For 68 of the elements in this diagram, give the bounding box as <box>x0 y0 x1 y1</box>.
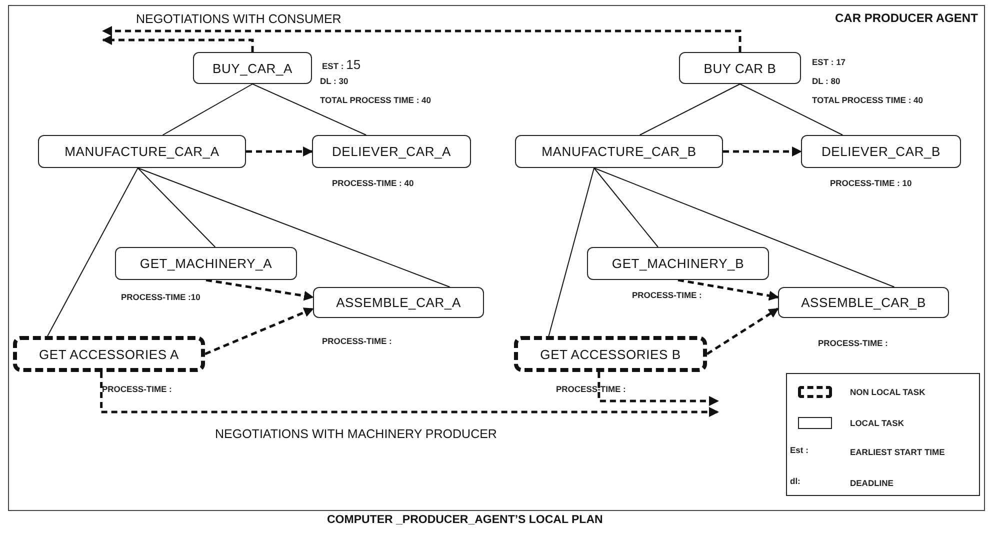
task-name: MANUFACTURE_CAR_A <box>64 144 220 159</box>
task-annotation: PROCESS-TIME :10 <box>121 292 200 302</box>
negotiation-label: NEGOTIATIONS WITH MACHINERY PRODUCER <box>215 427 497 441</box>
dashed-arrow <box>246 146 313 156</box>
connector-line <box>594 168 895 288</box>
connector-line <box>47 168 138 336</box>
task-annotation: PROCESS-TIME : 40 <box>332 178 414 188</box>
local-task-box <box>679 52 801 84</box>
connector-line <box>639 84 740 136</box>
task-annotation: PROCESS-TIME : <box>322 336 392 346</box>
task-annotation: DL : 30 <box>320 76 348 86</box>
connector-line <box>594 168 658 248</box>
legend-label: LOCAL TASK <box>850 418 904 428</box>
task-name: ASSEMBLE_CAR_A <box>336 295 461 310</box>
task-annotation: EST : 17 <box>812 57 846 67</box>
local-task-box <box>313 287 484 318</box>
dashed-arrow <box>706 308 779 356</box>
task-name: BUY_CAR_A <box>212 60 292 76</box>
dashed-arrow <box>206 278 314 301</box>
task-annotation: PROCESS-TIME : <box>102 384 172 394</box>
task-annotation: PROCESS-TIME : 10 <box>830 178 912 188</box>
local-task-box <box>115 247 297 280</box>
task-annotation: PROCESS-TIME : <box>632 290 702 300</box>
task-name: ASSEMBLE_CAR_B <box>801 295 926 310</box>
task-name: MANUFACTURE_CAR_B <box>542 144 696 159</box>
diagram-caption: COMPUTER _PRODUCER_AGENT’S LOCAL PLAN <box>327 514 603 526</box>
local-task-box <box>515 135 723 168</box>
task-name: GET_MACHINERY_A <box>140 256 272 271</box>
dashed-arrow <box>102 35 254 52</box>
dashed-arrow <box>102 26 742 52</box>
local-task-box <box>312 135 471 168</box>
connector-line <box>740 84 844 136</box>
dashed-arrow <box>100 372 719 417</box>
task-annotation: TOTAL PROCESS TIME : 40 <box>812 95 923 105</box>
legend-key: dl: <box>790 476 800 486</box>
task-annotation: EST : 15 <box>322 57 361 72</box>
local-task-box <box>193 52 312 84</box>
task-name: GET ACCESSORIES B <box>540 346 681 362</box>
local-task-box <box>587 247 769 280</box>
task-name: GET_MACHINERY_B <box>612 256 744 271</box>
legend-label: DEADLINE <box>850 478 894 488</box>
non-local-task-box <box>514 336 707 372</box>
local-task-box <box>778 287 949 318</box>
legend-label: EARLIEST START TIME <box>850 447 945 457</box>
task-name: DELIEVER_CAR_B <box>821 144 941 159</box>
task-annotation: DL : 80 <box>812 76 840 86</box>
connector-line <box>162 84 253 136</box>
task-name: GET ACCESSORIES A <box>39 346 179 362</box>
dashed-arrow <box>204 308 314 356</box>
legend-label: NON LOCAL TASK <box>850 387 926 397</box>
task-annotation: PROCESS-TIME : <box>818 338 888 348</box>
dashed-arrow <box>598 372 719 406</box>
non-local-task-box <box>13 336 205 372</box>
connector-line <box>548 168 595 336</box>
legend-key: Est : <box>790 445 808 455</box>
negotiation-label: NEGOTIATIONS WITH CONSUMER <box>136 12 342 26</box>
connector-line <box>252 84 367 136</box>
connector-line <box>137 168 450 288</box>
task-annotation: PROCESS-TIME : <box>556 384 626 394</box>
task-annotation: TOTAL PROCESS TIME : 40 <box>320 95 431 105</box>
task-name: DELIEVER_CAR_A <box>332 144 452 159</box>
connector-line <box>137 168 216 248</box>
diagram-title: CAR PRODUCER AGENT <box>835 11 978 25</box>
task-name: BUY CAR B <box>704 60 776 76</box>
dashed-arrow <box>678 278 779 301</box>
dashed-arrow <box>723 146 802 156</box>
local-task-box <box>801 135 961 168</box>
local-task-box <box>38 135 246 168</box>
